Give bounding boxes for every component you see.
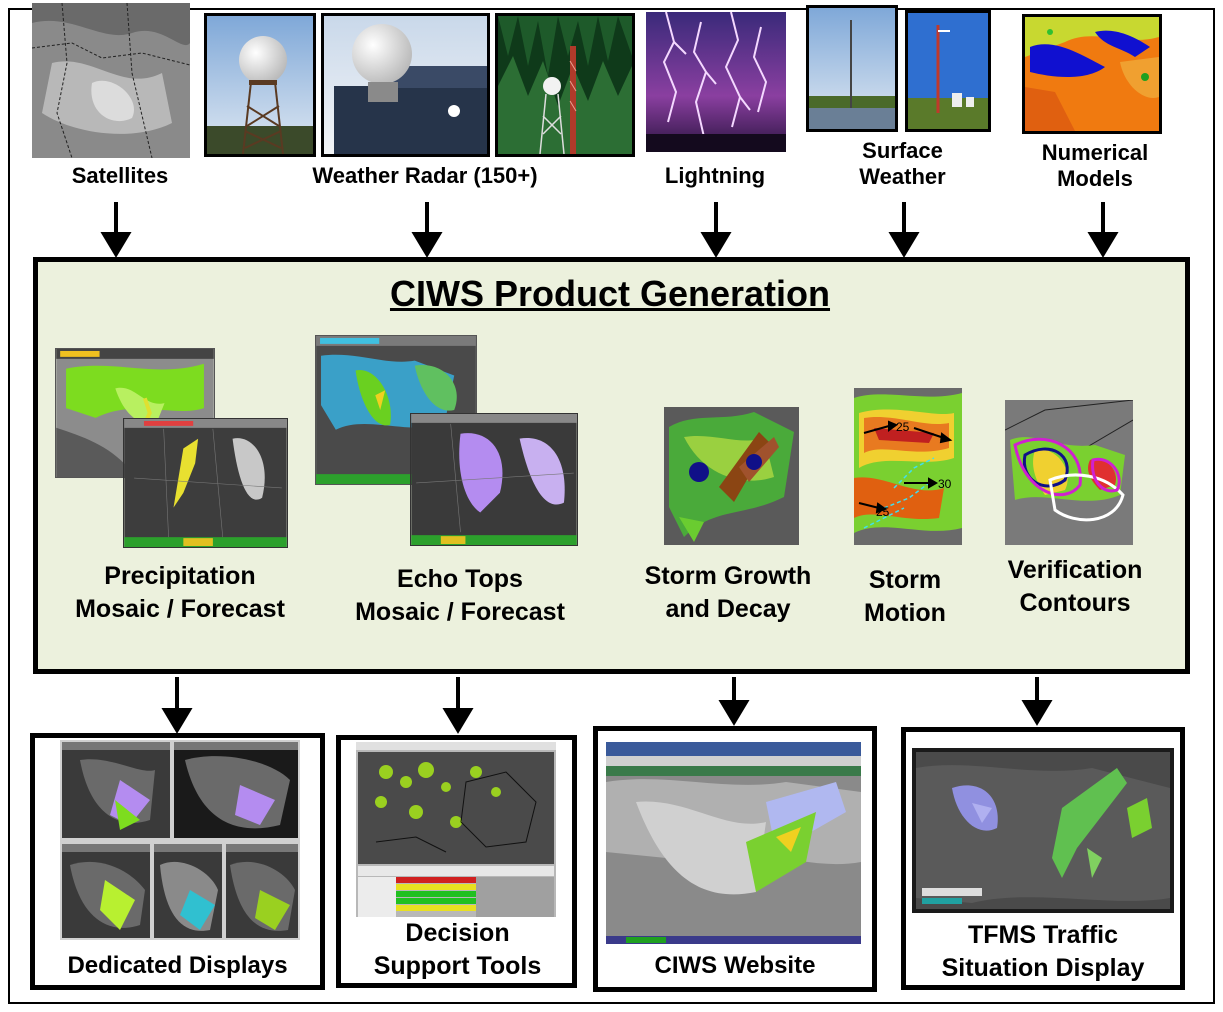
verification-contours-image xyxy=(1005,400,1133,545)
growth-line2: and Decay xyxy=(665,595,791,623)
tfms-line2: Situation Display xyxy=(941,954,1145,982)
surface-line2: Weather xyxy=(859,164,946,190)
lightning-label: Lightning xyxy=(664,163,766,188)
model-image xyxy=(1022,14,1162,134)
storm-growth-label: Storm Growth and Decay xyxy=(628,560,828,626)
motion-line1: Storm xyxy=(868,566,942,594)
surface-line1: Surface xyxy=(862,138,943,163)
echotops-forecast-image xyxy=(410,413,578,546)
echotops-product-label: Echo Tops Mosaic / Forecast xyxy=(335,563,585,629)
tfms-display-image xyxy=(912,748,1174,913)
radar-photo-1 xyxy=(204,13,316,157)
models-line1: Numerical xyxy=(1041,140,1149,165)
radar-photo-2 xyxy=(321,13,490,157)
motion-line2: Motion xyxy=(864,599,946,627)
storm-motion-image: 25 30 25 xyxy=(854,388,962,545)
verification-label: Verification Contours xyxy=(985,554,1165,620)
dedicated-displays-label: Dedicated Displays xyxy=(67,952,288,979)
surface-weather-label: Surface Weather xyxy=(840,138,965,191)
numerical-models-label: Numerical Models xyxy=(1020,140,1170,193)
growth-line1: Storm Growth xyxy=(644,562,812,590)
ciws-website-image xyxy=(606,742,861,944)
surface-photo-1 xyxy=(806,5,898,132)
ciws-website-label: CIWS Website xyxy=(654,952,816,979)
storm-motion-label: Storm Motion xyxy=(845,564,965,630)
echotops-line1: Echo Tops xyxy=(397,565,523,593)
decision-support-image xyxy=(356,742,556,917)
radar-photo-3 xyxy=(495,13,635,157)
weather-radar-label: Weather Radar (150+) xyxy=(312,163,538,188)
tfms-label: TFMS Traffic Situation Display xyxy=(905,919,1181,985)
echotops-line2: Mosaic / Forecast xyxy=(355,598,565,626)
precipitation-product-label: Precipitation Mosaic / Forecast xyxy=(50,560,310,626)
precip-forecast-image xyxy=(123,418,288,548)
storm-growth-image xyxy=(664,407,799,545)
models-line2: Models xyxy=(1057,166,1133,192)
precip-line2: Mosaic / Forecast xyxy=(75,595,285,623)
storm-speed-3: 25 xyxy=(876,505,890,519)
lightning-photo xyxy=(646,12,786,152)
diagram-frame xyxy=(8,8,1215,1004)
satellite-image xyxy=(32,3,190,158)
surface-photo-2 xyxy=(905,10,991,132)
decision-support-label: Decision Support Tools xyxy=(340,917,575,983)
verification-line2: Contours xyxy=(1019,589,1131,617)
verification-line1: Verification xyxy=(1007,556,1143,584)
storm-speed-2: 30 xyxy=(938,477,952,491)
decision-line2: Support Tools xyxy=(373,952,542,980)
product-generation-title: CIWS Product Generation xyxy=(389,273,831,314)
storm-speed-1: 25 xyxy=(896,420,910,434)
input-arrows xyxy=(100,202,1119,258)
tfms-line1: TFMS Traffic xyxy=(967,921,1118,949)
dedicated-displays-image xyxy=(60,740,300,940)
output-arrows xyxy=(161,677,1053,734)
satellites-label: Satellites xyxy=(71,163,169,188)
echotops-mosaic-image xyxy=(315,335,477,485)
precip-line1: Precipitation xyxy=(104,562,256,590)
decision-line1: Decision xyxy=(405,919,510,947)
